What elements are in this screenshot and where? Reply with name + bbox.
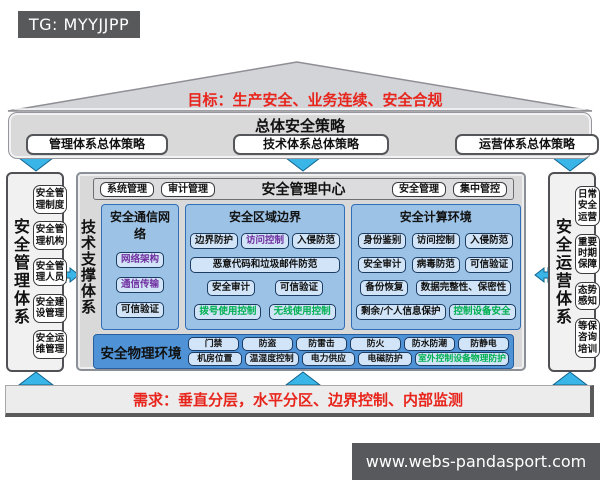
panel-row: 可信验证 bbox=[105, 302, 175, 318]
security-panel: 安全通信网络网络架构通信传输可信验证 bbox=[101, 204, 179, 330]
capability-box: 备份恢复 bbox=[360, 280, 409, 297]
operation-system-title: 安全运营体系 bbox=[553, 218, 572, 326]
strategy-item: 技术体系总体策略 bbox=[233, 134, 389, 155]
security-panel-rows: 身份鉴别访问控制入侵防范安全审计病毒防范可信验证备份恢复数据完整性、保密性剩余/… bbox=[355, 226, 517, 327]
physical-capability-box: 防雷击 bbox=[296, 337, 347, 352]
panel-row: 边界防护访问控制入侵防范 bbox=[189, 233, 341, 250]
physical-capability-box: 防静电 bbox=[458, 337, 509, 352]
panel-row: 剩余/个人信息保护控制设备安全 bbox=[355, 303, 517, 320]
management-system-items: 安全管理制度安全管理机构安全管理人员安全建设管理安全运维管理 bbox=[32, 174, 68, 370]
requirement-bar: 需求：垂直分层，水平分区、边界控制、内部监测 bbox=[5, 385, 594, 417]
management-system-pillar: 安全管理体系 安全管理制度安全管理机构安全管理人员安全建设管理安全运维管理 bbox=[6, 172, 67, 372]
capability-box: 数据完整性、保密性 bbox=[415, 280, 512, 297]
security-panel-rows: 网络架构通信传输可信验证 bbox=[105, 243, 175, 327]
physical-environment-panel: 安全物理环境 门禁防盗防雷击防火防水防潮防静电机房位置温湿度控制电力供应电磁防护… bbox=[93, 334, 514, 369]
up-arrow-icon bbox=[284, 371, 322, 386]
management-system-title: 安全管理体系 bbox=[11, 218, 30, 326]
capability-box: 恶意代码和垃圾邮件防范 bbox=[190, 256, 341, 273]
management-item: 安全管理制度 bbox=[33, 185, 67, 215]
physical-capability-box: 温湿度控制 bbox=[244, 351, 299, 366]
panel-row: 备份恢复数据完整性、保密性 bbox=[355, 280, 517, 297]
capability-box: 可信验证 bbox=[275, 280, 324, 297]
capability-box: 剩余/个人信息保护 bbox=[356, 303, 446, 320]
security-panel: 安全区域边界边界防护访问控制入侵防范恶意代码和垃圾邮件防范安全审计可信验证拨号使… bbox=[185, 204, 346, 330]
mgmt-function-box: 系统管理 bbox=[100, 181, 154, 197]
up-arrow-icon bbox=[551, 371, 589, 386]
operation-item: 态势感知 bbox=[575, 281, 600, 311]
capability-box: 入侵防范 bbox=[292, 233, 341, 250]
capability-box: 通信传输 bbox=[115, 277, 164, 293]
down-arrow-icon bbox=[17, 157, 55, 172]
physical-row: 机房位置温湿度控制电力供应电磁防护室外控制设备物理防护 bbox=[188, 351, 509, 366]
capability-box: 安全审计 bbox=[207, 280, 256, 297]
capability-box: 无线使用控制 bbox=[268, 303, 336, 320]
capability-box: 边界防护 bbox=[190, 233, 239, 250]
overall-strategy-panel: 总体安全策略 管理体系总体策略 技术体系总体策略 运营体系总体策略 bbox=[8, 112, 599, 159]
security-panel-title: 安全计算环境 bbox=[399, 210, 472, 224]
capability-box: 身份鉴别 bbox=[358, 233, 407, 250]
security-panel-rows: 边界防护访问控制入侵防范恶意代码和垃圾邮件防范安全审计可信验证拨号使用控制无线使… bbox=[189, 226, 341, 327]
panel-row: 安全审计病毒防范可信验证 bbox=[355, 256, 517, 273]
panel-row: 网络架构 bbox=[105, 252, 175, 268]
capability-box: 可信验证 bbox=[115, 302, 164, 318]
security-panel: 安全计算环境身份鉴别访问控制入侵防范安全审计病毒防范可信验证备份恢复数据完整性、… bbox=[351, 204, 521, 330]
mgmt-left-items: 系统管理审计管理 bbox=[100, 181, 215, 197]
management-item: 安全管理机构 bbox=[33, 221, 67, 251]
capability-box: 可信验证 bbox=[465, 256, 514, 273]
physical-capability-box: 防盗 bbox=[242, 337, 293, 352]
up-arrow-icon bbox=[17, 371, 55, 386]
physical-capability-box: 防水防潮 bbox=[404, 337, 455, 352]
panel-row: 恶意代码和垃圾邮件防范 bbox=[189, 256, 341, 273]
panel-row: 拨号使用控制无线使用控制 bbox=[189, 303, 341, 320]
strategy-item: 管理体系总体策略 bbox=[26, 134, 168, 155]
down-arrow-icon bbox=[284, 157, 322, 172]
physical-row: 门禁防盗防雷击防火防水防潮防静电 bbox=[188, 337, 509, 352]
capability-box: 拨号使用控制 bbox=[194, 303, 262, 320]
physical-capability-box: 机房位置 bbox=[188, 351, 242, 366]
capability-box: 网络架构 bbox=[115, 252, 164, 268]
capability-box: 控制设备安全 bbox=[448, 303, 516, 320]
operation-system-pillar: 安全运营体系 日常安全运营重要时期保障态势感知等保咨询培训 bbox=[548, 172, 600, 372]
panel-row: 安全审计 可信验证 bbox=[189, 280, 341, 297]
physical-capability-box: 电磁防护 bbox=[358, 351, 412, 366]
management-item: 安全建设管理 bbox=[33, 293, 67, 323]
capability-box: 病毒防范 bbox=[411, 256, 460, 273]
overall-strategy-title: 总体安全策略 bbox=[254, 117, 345, 135]
physical-capability-box: 室外控制设备物理防护 bbox=[415, 351, 509, 366]
physical-environment-title: 安全物理环境 bbox=[100, 345, 182, 362]
technical-support-container: 系统管理审计管理 安全管理中心 安全管理集中管控 技术支撑体系 安全通信网络网络… bbox=[76, 172, 526, 371]
management-item: 安全管理人员 bbox=[33, 257, 67, 287]
mgmt-function-box: 审计管理 bbox=[161, 181, 215, 197]
security-panel-title: 安全区域边界 bbox=[229, 210, 302, 224]
security-management-center-title: 安全管理中心 bbox=[261, 182, 346, 198]
operation-item: 重要时期保障 bbox=[575, 233, 600, 274]
security-management-center-bar: 系统管理审计管理 安全管理中心 安全管理集中管控 bbox=[93, 178, 514, 200]
mgmt-function-box: 集中管控 bbox=[453, 181, 507, 197]
technical-support-title: 技术支撑体系 bbox=[79, 219, 97, 315]
tg-watermark-badge: TG: MYYJJPP bbox=[18, 11, 140, 38]
capability-box: 访问控制 bbox=[241, 233, 290, 250]
physical-capability-box: 防火 bbox=[350, 337, 401, 352]
down-arrow-icon bbox=[551, 157, 589, 172]
capability-box: 访问控制 bbox=[411, 233, 460, 250]
operation-item: 日常安全运营 bbox=[575, 185, 600, 226]
website-watermark: www.webs-pandasport.com bbox=[352, 443, 600, 480]
goal-text: 目标：生产安全、业务连续、安全合规 bbox=[187, 91, 443, 109]
capability-box: 安全审计 bbox=[358, 256, 407, 273]
tech-panels: 安全通信网络网络架构通信传输可信验证安全区域边界边界防护访问控制入侵防范恶意代码… bbox=[101, 204, 521, 330]
panel-row: 通信传输 bbox=[105, 277, 175, 293]
mgmt-function-box: 安全管理 bbox=[392, 181, 446, 197]
strategy-item: 运营体系总体策略 bbox=[455, 134, 599, 155]
physical-capability-box: 电力供应 bbox=[301, 351, 356, 366]
physical-capability-box: 门禁 bbox=[188, 337, 239, 352]
operation-system-items: 日常安全运营重要时期保障态势感知等保咨询培训 bbox=[574, 174, 600, 370]
mgmt-right-items: 安全管理集中管控 bbox=[392, 181, 507, 197]
capability-box: 入侵防范 bbox=[465, 233, 514, 250]
operation-item: 等保咨询培训 bbox=[575, 318, 600, 359]
physical-environment-items: 门禁防盗防雷击防火防水防潮防静电机房位置温湿度控制电力供应电磁防护室外控制设备物… bbox=[188, 337, 509, 366]
security-panel-title: 安全通信网络 bbox=[109, 210, 170, 241]
panel-row: 身份鉴别访问控制入侵防范 bbox=[355, 233, 517, 250]
management-item: 安全运维管理 bbox=[33, 329, 67, 359]
